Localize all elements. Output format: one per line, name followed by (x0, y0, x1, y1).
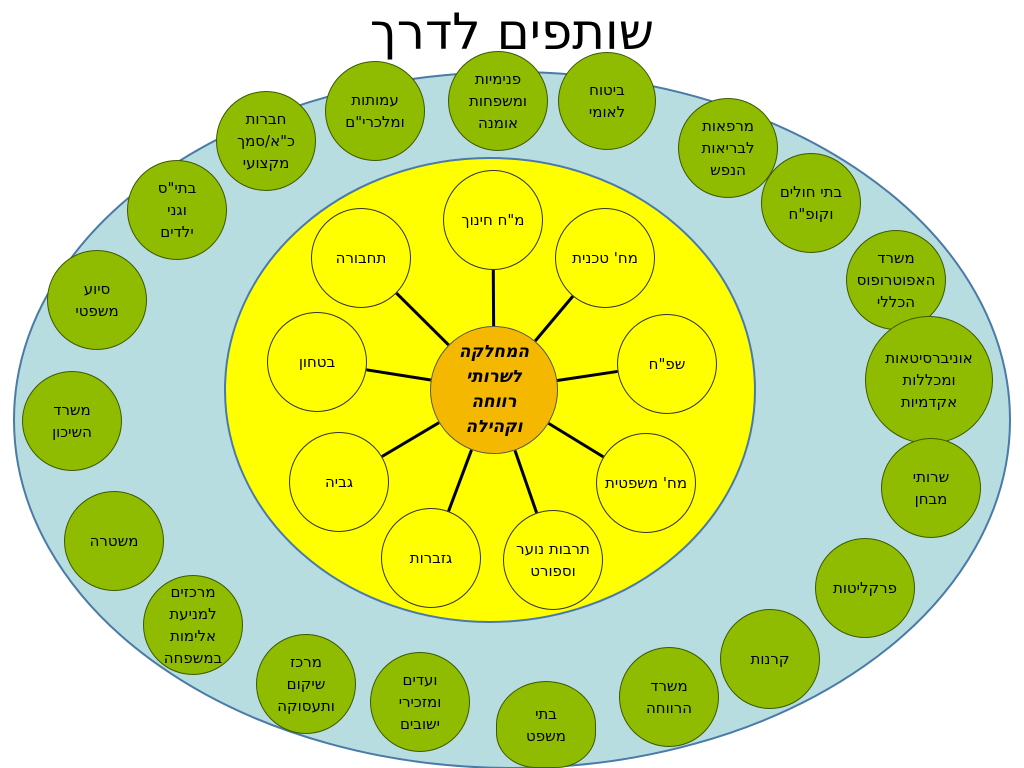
outer-node-label: פנימיות ומשפחות אומנה (469, 70, 528, 132)
inner-node-label: בטחון (298, 353, 336, 371)
inner-node-technical: מח' טכנית (555, 208, 655, 308)
outer-node-universities: אוניברסיטאות ומכללות אקדמיות (865, 316, 993, 444)
inner-node-label: מח' טכנית (572, 249, 638, 267)
outer-node-police: משטרה (64, 491, 164, 591)
outer-node-committees: ועדים ומזכירי ישובים (370, 652, 470, 752)
outer-node-label: ועדים ומזכירי ישובים (398, 671, 442, 733)
outer-node-label: בתי"ס וגני ילדים (157, 179, 197, 241)
inner-node-treasury: גזברות (381, 508, 481, 608)
inner-node-label: גזברות (409, 549, 453, 567)
outer-node-label: עמותות ומלכרי"ם (345, 91, 405, 131)
outer-node-label: בתי חולים וקופ"ח (779, 183, 843, 223)
outer-node-trustee: משרד האפוטרופוס הכללי (846, 230, 946, 330)
outer-node-violence-centers: מרכזים למניעת אלימות במשפחה (143, 575, 243, 675)
spoke-security (366, 368, 432, 382)
page-title: שותפים לדרך (369, 3, 655, 61)
outer-node-label: קרנות (750, 650, 790, 668)
inner-node-collection: גביה (289, 432, 389, 532)
outer-node-label: שרותי מבחן (912, 468, 950, 508)
outer-node-mental-health: מרפאות לבריאות הנפש (678, 98, 778, 198)
outer-node-courts: בתי משפט (496, 681, 596, 768)
outer-node-label: משטרה (89, 532, 139, 550)
inner-node-label: שפ"ח (648, 355, 686, 373)
inner-node-culture: תרבות נוער וספורט (503, 510, 603, 610)
outer-node-label: בתי משפט (526, 704, 566, 745)
outer-node-hospitals: בתי חולים וקופ"ח (761, 153, 861, 253)
spokes (366, 269, 618, 514)
spoke-technical (534, 295, 574, 342)
outer-node-label: מרכז שיקום ותעסוקה (277, 653, 335, 715)
spoke-collection (381, 421, 440, 458)
outer-node-companies: חברות כ"א/סמך מקצועי (216, 91, 316, 191)
outer-node-label: חברות כ"א/סמך מקצועי (237, 110, 295, 172)
spoke-culture (513, 449, 539, 514)
inner-node-transport: תחבורה (311, 208, 411, 308)
outer-node-legal-aid: סיוע משפטי (47, 250, 147, 350)
outer-node-associations: עמותות ומלכרי"ם (325, 61, 425, 161)
outer-node-label: פרקליטות (832, 579, 898, 597)
spoke-legal (547, 422, 605, 459)
center-department: המחלקה לשרותי רווחה וקהילה (430, 326, 558, 454)
outer-node-label: משרד הרווחה (645, 677, 693, 717)
outer-node-schools-kindergartens: בתי"ס וגני ילדים (127, 160, 227, 260)
outer-node-rehab: מרכז שיקום ותעסוקה (256, 634, 356, 734)
inner-node-label: מ"ח חינוך (461, 211, 525, 229)
outer-node-housing: משרד השיכון (22, 371, 122, 471)
outer-node-label: משרד השיכון (52, 401, 92, 441)
outer-node-probation: שרותי מבחן (881, 438, 981, 538)
outer-node-welfare-ministry: משרד הרווחה (619, 647, 719, 747)
spoke-treasury (447, 449, 473, 512)
inner-node-legal: מח' משפטית (596, 433, 696, 533)
inner-node-label: גביה (325, 473, 354, 491)
spoke-shefach (557, 369, 618, 382)
center-label: המחלקה לשרותי רווחה וקהילה (458, 342, 530, 437)
outer-node-label: סיוע משפטי (75, 280, 119, 320)
outer-node-label: ביטוח לאומי (588, 81, 626, 121)
inner-node-label: תרבות נוער וספורט (516, 540, 590, 580)
spoke-transport (395, 292, 450, 346)
outer-node-national-insurance: ביטוח לאומי (558, 52, 656, 150)
inner-node-shefach: שפ"ח (617, 314, 717, 414)
outer-node-prosecution: פרקליטות (815, 538, 915, 638)
outer-node-label: משרד האפוטרופוס הכללי (856, 249, 936, 311)
inner-node-label: מח' משפטית (605, 474, 688, 492)
inner-node-security: בטחון (267, 312, 367, 412)
outer-node-residential: פנימיות ומשפחות אומנה (448, 51, 548, 151)
outer-node-label: אוניברסיטאות ומכללות אקדמיות (885, 349, 973, 411)
outer-node-label: מרכזים למניעת אלימות במשפחה (163, 583, 223, 667)
inner-node-label: תחבורה (335, 249, 387, 267)
inner-node-education: מ"ח חינוך (443, 170, 543, 270)
outer-node-funds: קרנות (720, 609, 820, 709)
outer-node-label: מרפאות לבריאות הנפש (701, 117, 755, 179)
